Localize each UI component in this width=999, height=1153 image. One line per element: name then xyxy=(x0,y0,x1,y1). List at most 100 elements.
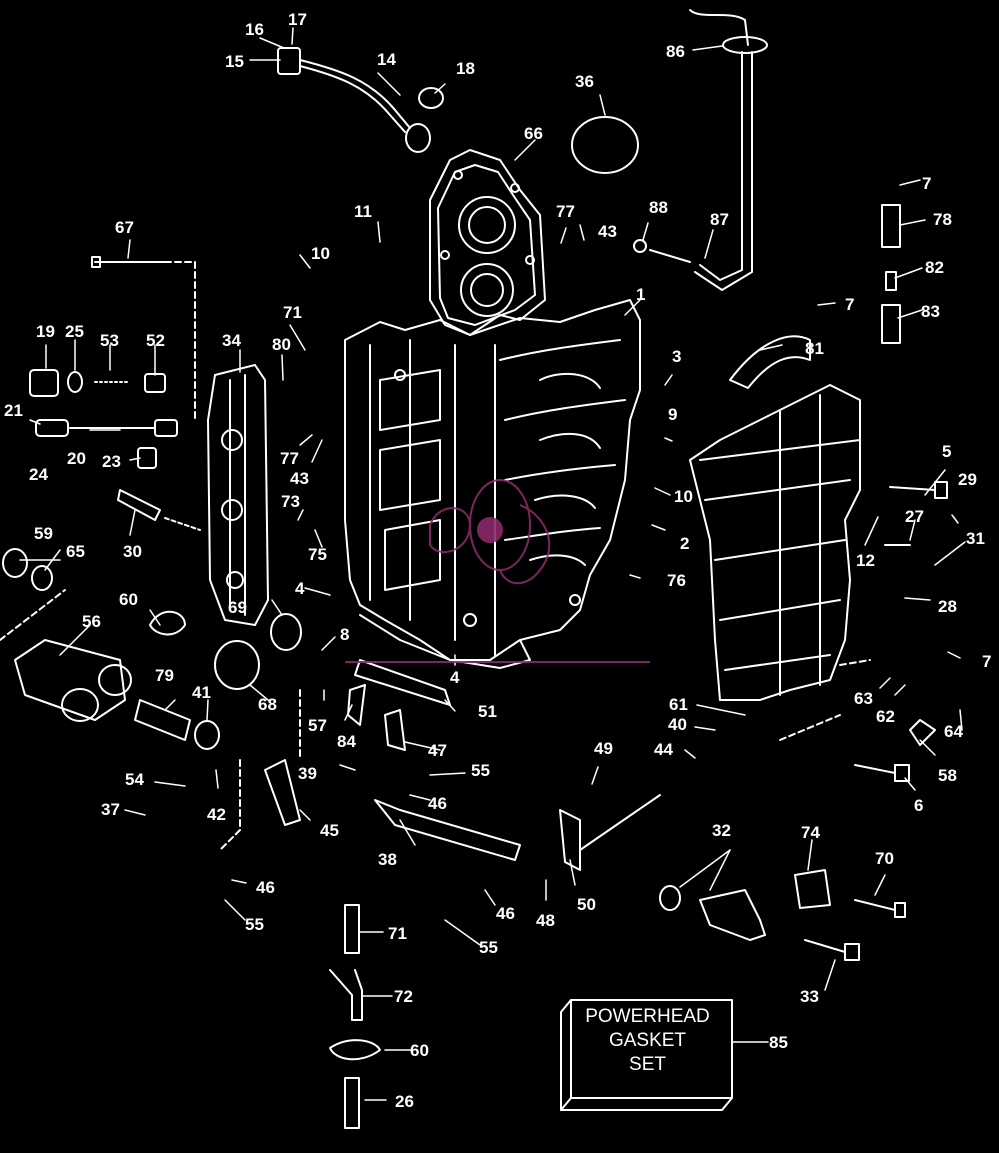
hose-83 xyxy=(881,304,901,344)
bolt-5 xyxy=(889,486,936,491)
callout-85: 85 xyxy=(769,1033,788,1052)
callout-7: 7 xyxy=(922,174,932,193)
callout-75: 75 xyxy=(308,545,327,564)
callout-55: 55 xyxy=(245,915,264,934)
callout-38: 38 xyxy=(378,850,397,869)
callout-47: 47 xyxy=(428,741,447,760)
callout-77: 77 xyxy=(556,202,575,221)
callout-80: 80 xyxy=(272,335,291,354)
callout-16: 16 xyxy=(245,20,264,39)
hose-78 xyxy=(881,204,901,248)
callout-58: 58 xyxy=(938,766,957,785)
callout-71: 71 xyxy=(283,303,302,322)
bolt-70 xyxy=(854,899,896,911)
callout-37: 37 xyxy=(101,800,120,819)
fitting-72 xyxy=(329,969,363,1021)
callout-30: 30 xyxy=(123,542,142,561)
clamp-60 xyxy=(149,610,186,636)
callout-59: 59 xyxy=(34,524,53,543)
callout-43: 43 xyxy=(598,222,617,241)
cam-84 xyxy=(347,684,366,726)
callout-33: 33 xyxy=(800,987,819,1006)
callout-50: 50 xyxy=(577,895,596,914)
callout-10: 10 xyxy=(311,244,330,263)
hose-26 xyxy=(344,1077,360,1129)
callout-52: 52 xyxy=(146,331,165,350)
callout-66: 66 xyxy=(524,124,543,143)
callout-11: 11 xyxy=(354,202,372,221)
callout-27: 27 xyxy=(905,507,924,526)
callout-42: 42 xyxy=(207,805,226,824)
callout-17: 17 xyxy=(288,10,307,29)
callout-83: 83 xyxy=(921,302,940,321)
callout-54: 54 xyxy=(125,770,144,789)
callout-55: 55 xyxy=(471,761,490,780)
sender-30 xyxy=(117,489,161,521)
callout-57: 57 xyxy=(308,716,327,735)
callout-41: 41 xyxy=(192,683,211,702)
callout-24: 24 xyxy=(29,465,48,484)
callout-15: 15 xyxy=(225,52,244,71)
callout-64: 64 xyxy=(944,722,963,741)
callout-82: 82 xyxy=(925,258,944,277)
callout-29: 29 xyxy=(958,470,977,489)
gasket-set-line-2: GASKET xyxy=(608,1030,687,1051)
callout-48: 48 xyxy=(536,911,555,930)
gasket-set-label: POWERHEAD GASKET SET xyxy=(571,1005,724,1077)
callout-53: 53 xyxy=(100,331,119,350)
callout-77: 77 xyxy=(280,449,299,468)
callout-7: 7 xyxy=(982,652,992,671)
link-38 xyxy=(374,799,521,861)
gasket-set-line-1: POWERHEAD xyxy=(585,1006,710,1027)
sensor-24 xyxy=(35,419,69,437)
fuel-tube xyxy=(633,9,768,291)
callout-4: 4 xyxy=(450,668,460,687)
callout-68: 68 xyxy=(258,695,277,714)
callout-7: 7 xyxy=(845,295,855,314)
thermostat-housing-56 xyxy=(14,639,132,722)
hose-81 xyxy=(729,335,811,389)
callout-43: 43 xyxy=(290,469,309,488)
callout-31: 31 xyxy=(966,529,985,548)
callout-73: 73 xyxy=(281,492,300,511)
callout-23: 23 xyxy=(102,452,121,471)
callout-12: 12 xyxy=(856,551,875,570)
callout-34: 34 xyxy=(222,331,241,350)
mount-32 xyxy=(699,889,766,941)
callout-87: 87 xyxy=(710,210,729,229)
hose-79 xyxy=(134,699,191,741)
callout-45: 45 xyxy=(320,821,339,840)
seal-69 xyxy=(270,613,302,651)
o-ring-25 xyxy=(67,371,83,393)
callout-26: 26 xyxy=(395,1092,414,1111)
callout-72: 72 xyxy=(394,987,413,1006)
callout-70: 70 xyxy=(875,849,894,868)
callout-20: 20 xyxy=(67,449,86,468)
callout-9: 9 xyxy=(668,405,678,424)
callout-81: 81 xyxy=(805,339,824,358)
callout-88: 88 xyxy=(649,198,668,217)
bolt-33 xyxy=(804,939,846,953)
callout-46: 46 xyxy=(428,794,447,813)
callout-60: 60 xyxy=(119,590,138,609)
callout-18: 18 xyxy=(456,59,475,78)
callout-19: 19 xyxy=(36,322,55,341)
callout-28: 28 xyxy=(938,597,957,616)
cylinder-block xyxy=(344,299,641,669)
callout-60: 60 xyxy=(410,1041,429,1060)
callout-2: 2 xyxy=(680,534,690,553)
mount-74 xyxy=(794,869,831,909)
callout-51: 51 xyxy=(478,702,497,721)
callout-39: 39 xyxy=(298,764,317,783)
callout-32: 32 xyxy=(712,821,731,840)
callout-10: 10 xyxy=(674,487,693,506)
callout-6: 6 xyxy=(914,796,924,815)
callout-61: 61 xyxy=(669,695,688,714)
gasket-set-line-3: SET xyxy=(629,1054,666,1075)
callout-8: 8 xyxy=(340,625,350,644)
fitting-19 xyxy=(29,369,59,397)
callout-14: 14 xyxy=(377,50,396,69)
bolt-6 xyxy=(854,764,896,774)
plug-18 xyxy=(418,87,444,109)
callout-36: 36 xyxy=(575,72,594,91)
